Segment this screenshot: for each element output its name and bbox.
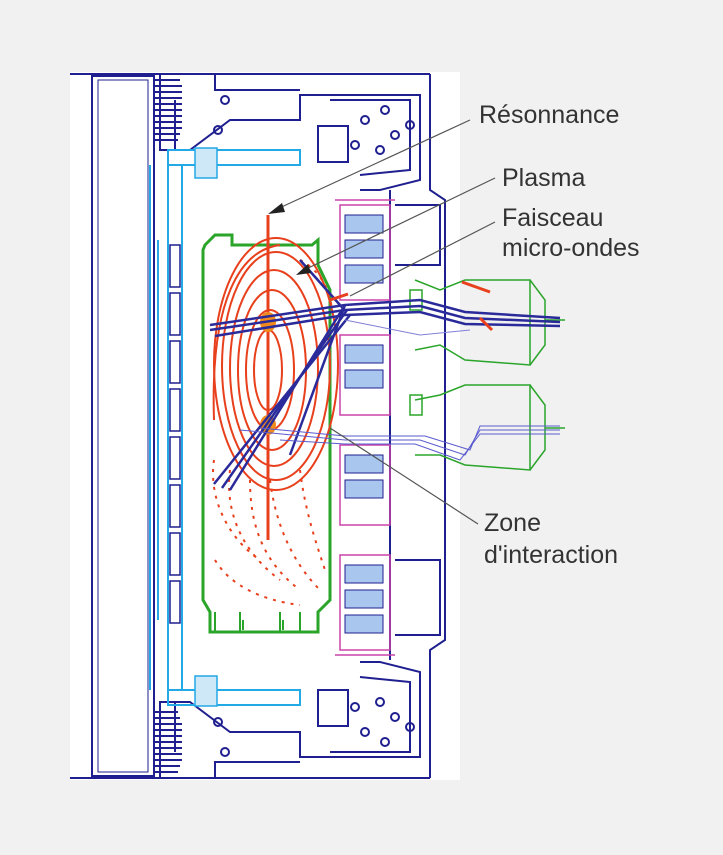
fins-bottom <box>155 711 182 773</box>
magenta-frames <box>335 199 395 656</box>
cyan-chamber <box>149 149 301 706</box>
label-resonance: Résonnance <box>479 101 620 129</box>
cyan-cells <box>169 244 181 624</box>
label-beam-line2: micro-ondes <box>502 234 640 262</box>
coil-windings <box>344 214 384 634</box>
reflected-beam <box>239 319 560 461</box>
cyan-hatch-blocks <box>194 147 218 707</box>
label-plasma: Plasma <box>502 164 586 192</box>
label-zone-line2: d'interaction <box>484 541 619 569</box>
leader-arrowheads <box>268 203 311 275</box>
waveguide-ports <box>409 279 565 471</box>
bolt-holes <box>213 95 415 757</box>
label-beam-line1: Faisceau <box>502 204 604 232</box>
fins-top <box>155 79 182 141</box>
label-zone-line1: Zone <box>484 509 541 537</box>
green-chamber <box>201 233 332 634</box>
leader-lines <box>274 119 496 525</box>
beam-mirrors <box>329 280 494 332</box>
